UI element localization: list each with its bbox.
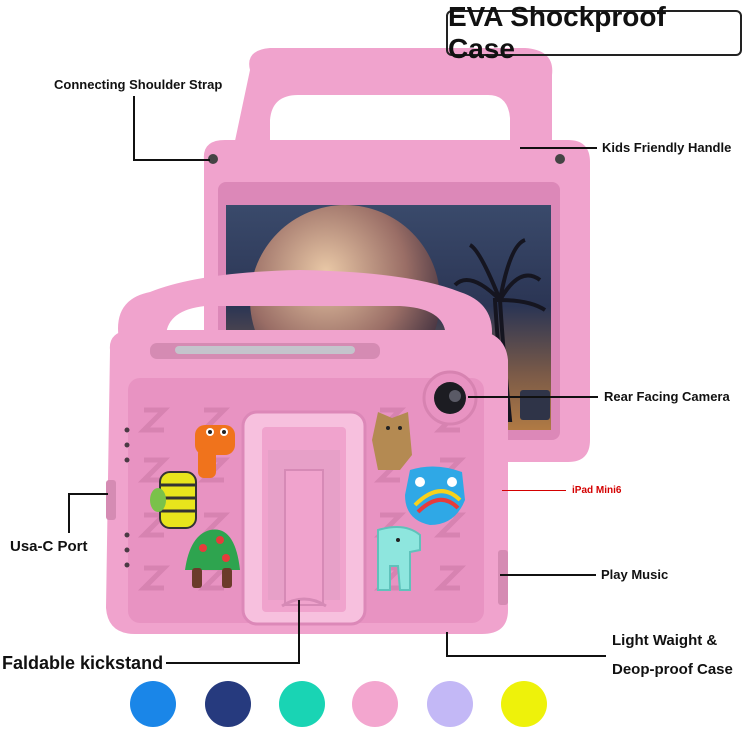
sticker-tree (185, 529, 240, 588)
label-model: iPad Mini6 (572, 485, 622, 496)
callout-line-kickstand-v (298, 600, 300, 663)
front-case (106, 270, 508, 634)
color-swatch-mint[interactable] (279, 681, 325, 727)
sticker-rainbow-blob (405, 466, 465, 525)
callout-line-kickstand-h (166, 662, 300, 664)
sticker-orange-dino (195, 425, 235, 478)
callout-line-light-v (446, 632, 448, 656)
label-music: Play Music (601, 567, 669, 582)
page-title: EVA Shockproof Case (446, 1, 742, 64)
label-light-line2: Deop-proof Case (612, 661, 733, 678)
callout-line-music (500, 574, 596, 576)
label-kickstand: Faldable kickstand (2, 653, 164, 673)
label-handle: Kids Friendly Handle (602, 140, 732, 155)
color-swatch-blue[interactable] (130, 681, 176, 727)
sticker-tiger (150, 471, 197, 529)
color-swatch-yellow[interactable] (501, 681, 547, 727)
label-light-line1: Light Waight & (612, 632, 718, 649)
color-swatch-pink[interactable] (352, 681, 398, 727)
palm-tree-graphic (453, 238, 547, 422)
callout-line-model (502, 490, 566, 491)
color-swatch-lavender[interactable] (427, 681, 473, 727)
callout-line-usb-h (68, 493, 108, 495)
callout-line-light-h (446, 655, 606, 657)
sticker-kangaroo (372, 412, 412, 470)
callout-line-strap-h (133, 159, 210, 161)
sticker-elephant (377, 525, 421, 591)
label-shoulder-strap: Connecting Shoulder Strap (54, 77, 223, 92)
speaker-holes (124, 427, 130, 568)
label-camera: Rear Facing Camera (604, 389, 730, 404)
color-swatch-navy[interactable] (205, 681, 251, 727)
kickstand (241, 410, 367, 626)
callout-line-usb-v (68, 493, 70, 533)
callout-line-handle (520, 147, 597, 149)
callout-line-camera (468, 396, 598, 398)
callout-line-strap-v (133, 96, 135, 160)
label-usb: Usa-C Port (10, 538, 88, 555)
